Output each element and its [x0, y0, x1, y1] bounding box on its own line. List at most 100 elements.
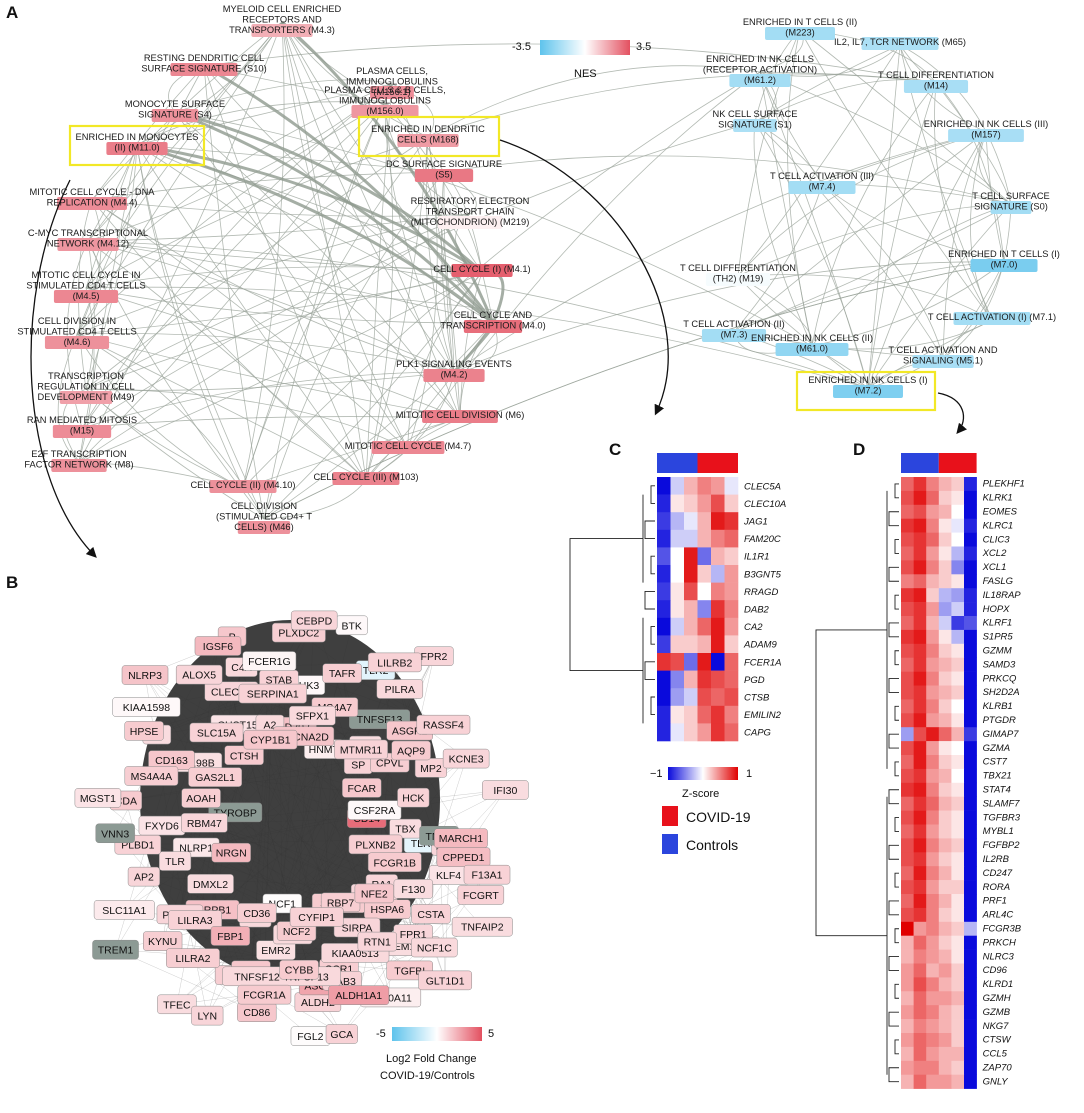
heatmap-cell — [670, 600, 685, 619]
heatmap-cell — [697, 582, 712, 601]
gene-edge — [204, 822, 375, 894]
heatmap-cell — [913, 532, 927, 547]
gene-node: SP — [343, 754, 373, 775]
heatmap-cell — [926, 880, 940, 895]
gene-node-label: SIRPA — [342, 923, 373, 935]
module-node-box — [422, 410, 498, 423]
heatmap-row-label: PLEKHF1 — [983, 479, 1025, 490]
module-node-box — [209, 480, 277, 493]
module-node-box — [990, 201, 1032, 214]
gene-node-label: CEBPD — [296, 615, 333, 627]
module-node-box — [788, 181, 856, 194]
heatmap-cell — [938, 546, 952, 561]
gene-node-label: CSTA — [417, 909, 444, 921]
gene-node-box — [74, 788, 122, 808]
module-edge — [453, 261, 1005, 373]
heatmap-cell — [711, 547, 725, 566]
heatmap-cell — [913, 1046, 927, 1062]
module-edge — [85, 286, 869, 389]
heatmap-cell — [657, 688, 671, 707]
heatmap-cell — [901, 574, 914, 589]
gene-node-label: FCER1G — [248, 656, 291, 668]
heatmap-cell — [926, 657, 940, 672]
gene-node: MP2 — [414, 758, 447, 778]
heatmap-cell — [711, 582, 725, 601]
heatmap-cell — [657, 600, 671, 619]
gene-node-label: NCF1C — [417, 943, 452, 955]
gene-edge — [212, 750, 412, 910]
module-edge — [174, 111, 409, 450]
gene-node-box — [416, 714, 471, 735]
heatmap-cell — [901, 616, 914, 631]
heatmap-cell — [913, 768, 927, 784]
heatmap-cell — [951, 616, 965, 631]
heatmap-cell — [724, 600, 739, 619]
gene-node: FCER1G — [242, 651, 297, 671]
gene-node-label: CYFIP1 — [298, 912, 335, 924]
heatmap-row-label: GNLY — [983, 1076, 1009, 1087]
module-node-box — [912, 355, 974, 368]
gene-node: TBX — [389, 818, 422, 839]
heatmap-cell — [926, 852, 940, 867]
gene-node-label: MARCH1 — [439, 833, 483, 845]
gene-edge — [199, 674, 375, 894]
heatmap-cell — [964, 532, 977, 547]
module-node-box — [775, 343, 849, 356]
module-edge — [753, 121, 813, 347]
heatmap-cell — [926, 782, 940, 797]
gene-node-box — [322, 663, 362, 683]
gene-node-label: RBP7 — [327, 897, 355, 909]
heatmap-cell — [670, 617, 685, 636]
heatmap-row-label: FASLG — [983, 576, 1013, 587]
gene-network-nodes: CD14TLR8KLF4TNFAIP2IRAK3TMEM176AS100A11S… — [74, 610, 529, 1046]
module-node-box — [57, 238, 119, 251]
heatmap-cell — [938, 727, 952, 742]
heatmap-cell — [913, 921, 927, 936]
heatmap-row-label: EOMES — [983, 507, 1018, 518]
module-edge — [203, 65, 265, 520]
module-node-box — [701, 329, 767, 342]
heatmap-cell — [951, 602, 965, 617]
module-edge — [867, 261, 1005, 389]
gene-node-label: FCGRT — [463, 890, 500, 902]
gene-node-box — [328, 985, 390, 1005]
heatmap-row-label: STAT4 — [983, 785, 1011, 796]
lfc-legend: -5 5 Log2 Fold Change COVID-19/Controls — [376, 1027, 494, 1082]
heatmap-row-label: FAM20C — [744, 534, 781, 545]
gene-node: TAFR — [322, 663, 362, 683]
heatmap-cell — [724, 723, 739, 742]
module-edge — [899, 44, 993, 321]
heatmap-cell — [913, 824, 927, 839]
heatmap-cell — [964, 796, 977, 811]
module-edge — [85, 266, 483, 289]
module-node: T CELL ACTIVATION (II)(M7.3) — [683, 319, 785, 342]
heatmap-cell — [938, 602, 952, 617]
heatmap-row-label: CD96 — [983, 965, 1008, 976]
group-legend-covid-label: COVID-19 — [686, 809, 751, 825]
module-node-box — [463, 320, 523, 333]
module-node-label: CELL CYCLE (I) (M4.1) — [433, 264, 530, 274]
heatmap-cell — [964, 713, 977, 728]
heatmap-cell — [697, 477, 712, 495]
module-node: PLASMA CELLS & B CELLS,IMMUNOGLOBULINS(M… — [324, 85, 446, 118]
heatmap-row-label: PTGDR — [983, 715, 1016, 726]
heatmap-cell — [926, 1046, 940, 1062]
gene-node-label: CD86 — [243, 1007, 270, 1019]
heatmap-cell — [913, 977, 927, 992]
heatmap-cell — [964, 699, 977, 714]
heatmap-row-label: PRF1 — [983, 896, 1007, 907]
gene-node-label: FPR2 — [421, 651, 448, 663]
dendrogram-branches — [815, 483, 899, 1083]
heatmap-cell — [657, 565, 671, 583]
heatmap-cell — [901, 880, 914, 895]
heatmap-cell — [964, 782, 977, 797]
heatmap-cell — [913, 727, 927, 742]
module-edge — [934, 82, 993, 321]
heatmap-cell — [901, 963, 914, 978]
gene-node-box — [354, 883, 394, 904]
gene-node: FBP1 — [210, 926, 251, 946]
